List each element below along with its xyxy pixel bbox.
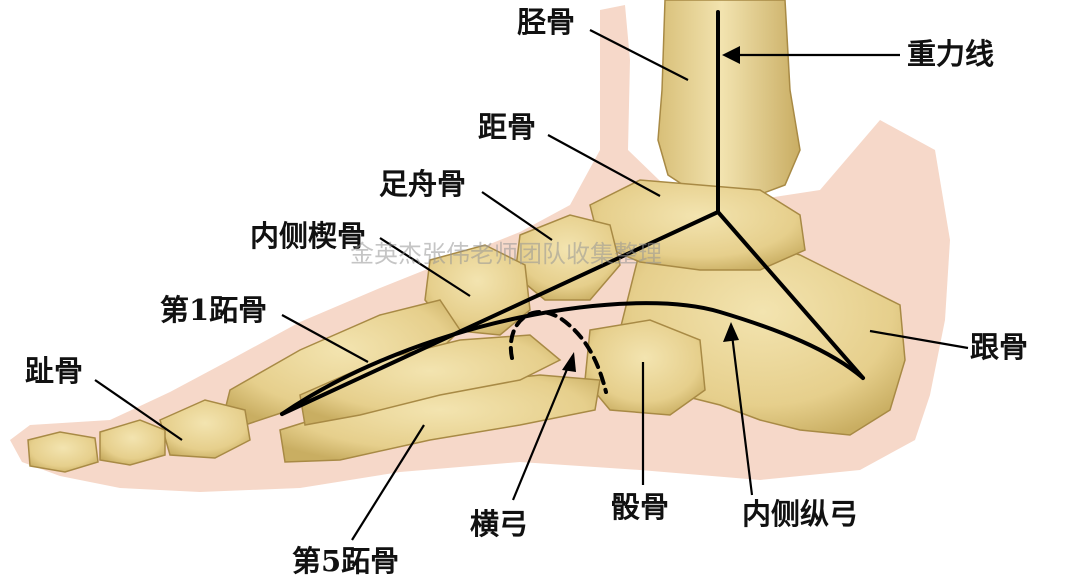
label-gravity-line: 重力线 bbox=[907, 40, 994, 69]
label-phalanges: 趾骨 bbox=[25, 357, 83, 386]
label-tibia: 胫骨 bbox=[517, 8, 575, 37]
label-medial-longitudinal-arch: 内侧纵弓 bbox=[742, 500, 858, 529]
watermark-text: 金英杰张伟老师团队收集整理 bbox=[350, 242, 662, 266]
tibia-bone bbox=[658, 0, 800, 200]
label-medial-cuneiform: 内侧楔骨 bbox=[250, 222, 366, 251]
label-first-metatarsal: 第1跖骨 bbox=[160, 296, 267, 325]
cuboid-bone bbox=[585, 320, 705, 415]
label-calcaneus: 跟骨 bbox=[970, 333, 1028, 362]
label-cuboid: 骰骨 bbox=[611, 493, 669, 522]
label-fifth-metatarsal: 第5跖骨 bbox=[292, 547, 399, 576]
label-transverse-arch: 横弓 bbox=[470, 510, 528, 539]
label-navicular: 足舟骨 bbox=[379, 170, 466, 199]
navicular-leader bbox=[482, 192, 552, 240]
label-talus: 距骨 bbox=[478, 113, 536, 142]
